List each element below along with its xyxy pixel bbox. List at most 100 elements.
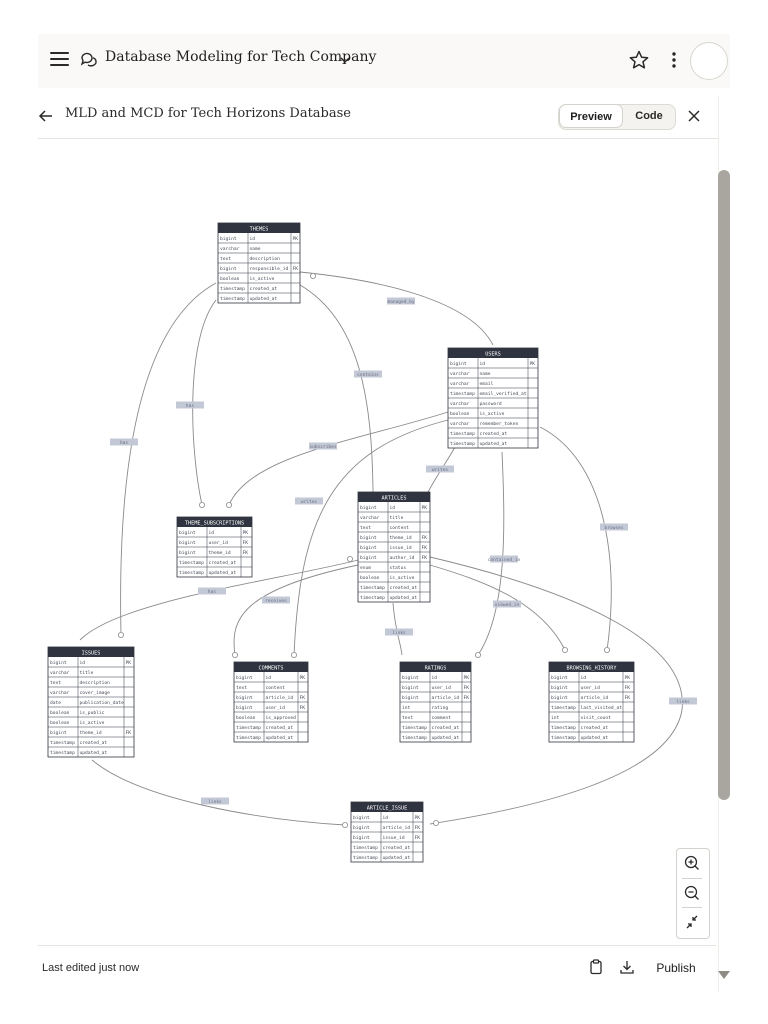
entity-name: RATINGS bbox=[425, 665, 447, 671]
column-name: publication_date bbox=[80, 700, 124, 706]
column-name: cover_image bbox=[80, 690, 111, 696]
column-name: visit_count bbox=[581, 715, 612, 721]
relationship-label-bg bbox=[354, 370, 382, 378]
column-key: FK bbox=[293, 266, 299, 272]
conversation-title[interactable]: Database Modeling for Tech Company bbox=[105, 49, 377, 65]
column-type: bigint bbox=[360, 505, 377, 511]
column-type: timestamp bbox=[220, 286, 245, 292]
relationship-line bbox=[429, 556, 683, 825]
column-name: article_id bbox=[432, 695, 460, 701]
relationship-line bbox=[299, 284, 374, 493]
cardinality-marker bbox=[562, 646, 569, 653]
column-type: bigint bbox=[236, 675, 253, 681]
column-name: article_id bbox=[581, 695, 609, 701]
column-type: timestamp bbox=[450, 441, 475, 447]
column-key: FK bbox=[422, 545, 428, 551]
relationship-label-bg bbox=[426, 465, 454, 473]
column-key: FK bbox=[422, 535, 428, 541]
avatar[interactable] bbox=[690, 42, 728, 80]
column-name: created_at bbox=[480, 431, 508, 437]
column-name: author_id bbox=[390, 555, 415, 561]
relationship-line bbox=[91, 759, 346, 826]
column-key: FK bbox=[422, 555, 428, 561]
column-type: timestamp bbox=[353, 855, 378, 861]
column-type: bigint bbox=[402, 685, 419, 691]
relationship-line bbox=[233, 564, 359, 656]
column-key: FK bbox=[300, 695, 306, 701]
menu-icon[interactable] bbox=[50, 50, 69, 68]
column-name: description bbox=[80, 680, 111, 686]
column-key: PK bbox=[300, 675, 306, 681]
column-name: id bbox=[80, 660, 86, 666]
more-vertical-icon[interactable] bbox=[664, 49, 684, 71]
column-type: bigint bbox=[179, 540, 196, 546]
relationship-line bbox=[293, 419, 449, 656]
column-type: varchar bbox=[450, 421, 470, 427]
cardinality-marker bbox=[118, 631, 125, 638]
column-name: title bbox=[80, 670, 94, 676]
column-name: user_id bbox=[432, 685, 452, 691]
column-type: bigint bbox=[50, 730, 67, 736]
column-type: bigint bbox=[353, 835, 370, 841]
column-type: boolean bbox=[220, 276, 240, 282]
fit-screen-icon[interactable] bbox=[676, 908, 708, 936]
download-icon[interactable] bbox=[618, 958, 636, 976]
column-name: updated_at bbox=[209, 570, 237, 576]
relationship-label-bg bbox=[295, 497, 323, 505]
close-icon[interactable] bbox=[686, 108, 702, 124]
column-name: updated_at bbox=[581, 735, 609, 741]
column-key: PK bbox=[422, 505, 428, 511]
column-name: id bbox=[383, 815, 389, 821]
column-key: PK bbox=[243, 530, 249, 536]
relationship-label-bg bbox=[110, 438, 138, 446]
relationship-label-bg bbox=[198, 587, 226, 595]
zoom-out-icon[interactable] bbox=[676, 879, 708, 907]
vertical-scrollbar[interactable] bbox=[718, 170, 730, 800]
entity-name: THEME_SUBSCRIPTIONS bbox=[185, 520, 244, 526]
column-name: is_active bbox=[480, 411, 505, 417]
column-type: varchar bbox=[450, 381, 470, 387]
column-key: FK bbox=[625, 695, 631, 701]
zoom-in-icon[interactable] bbox=[676, 849, 708, 877]
relationship-line bbox=[120, 282, 217, 636]
top-bar bbox=[38, 34, 730, 88]
code-tab[interactable]: Code bbox=[635, 110, 663, 122]
column-key: PK bbox=[126, 660, 132, 666]
relationship-label-bg bbox=[201, 797, 229, 805]
back-arrow-icon[interactable] bbox=[38, 108, 54, 124]
chevron-down-icon[interactable] bbox=[339, 54, 351, 66]
column-name: article_id bbox=[383, 825, 411, 831]
column-type: boolean bbox=[50, 710, 70, 716]
column-name: last_visited_at bbox=[581, 705, 623, 711]
cardinality-marker bbox=[198, 501, 205, 508]
column-name: is_approved bbox=[266, 715, 297, 721]
column-name: theme_id bbox=[80, 730, 102, 736]
column-type: timestamp bbox=[402, 725, 427, 731]
artifact-header bbox=[38, 96, 718, 139]
column-type: bigint bbox=[236, 695, 253, 701]
column-type: timestamp bbox=[179, 560, 204, 566]
cardinality-marker bbox=[432, 820, 439, 827]
column-key: PK bbox=[625, 675, 631, 681]
star-icon[interactable] bbox=[628, 49, 650, 71]
relationship-label: browses bbox=[605, 525, 624, 531]
copy-icon[interactable] bbox=[587, 958, 605, 976]
publish-button[interactable]: Publish bbox=[656, 961, 696, 975]
relationship-label-bg bbox=[176, 401, 204, 409]
column-type: timestamp bbox=[360, 595, 385, 601]
column-type: timestamp bbox=[236, 725, 261, 731]
column-type: bigint bbox=[220, 266, 237, 272]
preview-tab[interactable]: Preview bbox=[559, 104, 623, 128]
column-name: name bbox=[250, 247, 261, 252]
scroll-down-arrow-icon[interactable] bbox=[717, 970, 731, 980]
